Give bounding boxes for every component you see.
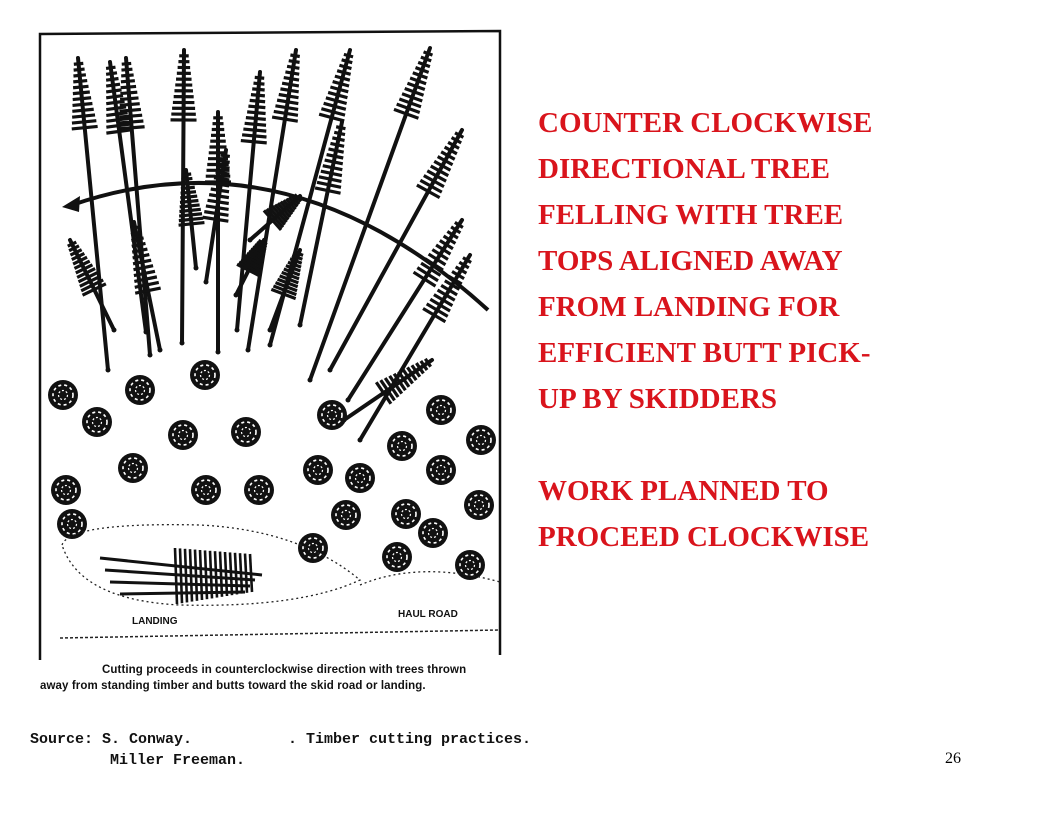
standing-tree-icon bbox=[82, 407, 112, 437]
standing-tree-icon bbox=[418, 518, 448, 548]
description-line: TOPS ALIGNED AWAY bbox=[538, 245, 843, 277]
standing-tree-icon bbox=[466, 425, 496, 455]
haul-road-label: HAUL ROAD bbox=[398, 609, 458, 620]
felled-tree-icon bbox=[105, 60, 149, 335]
felled-tree-icon bbox=[297, 120, 346, 328]
haul-road-upper bbox=[359, 571, 501, 586]
standing-tree-icon bbox=[455, 550, 485, 580]
felled-tree-icon bbox=[245, 48, 301, 353]
standing-tree-icon bbox=[298, 533, 328, 563]
haul-road-lower bbox=[59, 629, 501, 639]
description-line: DIRECTIONAL TREE bbox=[538, 153, 830, 185]
page-number: 26 bbox=[945, 750, 961, 767]
figure-caption-line-2: away from standing timber and butts towa… bbox=[40, 680, 426, 692]
standing-tree-icon bbox=[51, 475, 81, 505]
standing-tree-icon bbox=[303, 455, 333, 485]
description-line: FELLING WITH TREE bbox=[538, 199, 844, 231]
standing-tree-icon bbox=[345, 463, 375, 493]
standing-tree-icon bbox=[387, 431, 417, 461]
standing-tree-icon bbox=[244, 475, 274, 505]
standing-trees bbox=[48, 360, 496, 580]
figure-caption-line-1: Cutting proceeds in counterclockwise dir… bbox=[102, 664, 467, 676]
felled-tree-icon bbox=[327, 128, 465, 373]
standing-tree-icon bbox=[391, 499, 421, 529]
arc-arrowhead-icon bbox=[62, 196, 80, 212]
felled-tree-icon bbox=[202, 148, 231, 285]
landing-label: LANDING bbox=[132, 616, 178, 627]
felled-trees bbox=[67, 46, 472, 443]
standing-tree-icon bbox=[426, 455, 456, 485]
landing-logs bbox=[99, 547, 263, 605]
work-plan-line: WORK PLANNED TO bbox=[538, 475, 829, 507]
felled-tree-icon bbox=[247, 193, 303, 243]
standing-tree-icon bbox=[231, 417, 261, 447]
standing-tree-icon bbox=[317, 400, 347, 430]
felled-tree-icon bbox=[267, 248, 304, 333]
standing-tree-icon bbox=[331, 500, 361, 530]
standing-tree-icon bbox=[168, 420, 198, 450]
felled-tree-icon bbox=[71, 56, 111, 373]
felled-tree-icon bbox=[307, 46, 434, 383]
felled-tree-icon bbox=[67, 238, 117, 333]
description-line: EFFICIENT BUTT PICK- bbox=[538, 337, 871, 369]
felled-tree-icon bbox=[205, 110, 231, 355]
source-publisher: Miller Freeman. bbox=[110, 752, 246, 769]
landing-log-tops bbox=[173, 547, 254, 605]
standing-tree-icon bbox=[48, 380, 78, 410]
work-plan-line: PROCEED CLOCKWISE bbox=[538, 521, 870, 553]
standing-tree-icon bbox=[190, 360, 220, 390]
standing-tree-icon bbox=[191, 475, 221, 505]
felled-tree-icon bbox=[341, 357, 434, 423]
description-line: UP BY SKIDDERS bbox=[538, 383, 778, 415]
landing-outline bbox=[61, 524, 362, 606]
standing-tree-icon bbox=[118, 453, 148, 483]
standing-tree-icon bbox=[125, 375, 155, 405]
standing-tree-icon bbox=[426, 395, 456, 425]
felled-tree-icon bbox=[130, 220, 163, 353]
diagram-frame bbox=[38, 29, 502, 660]
source-citation-part-1: Source: S. Conway. bbox=[30, 731, 193, 748]
felling-direction-arc bbox=[71, 181, 490, 312]
slide-description: COUNTER CLOCKWISE DIRECTIONAL TREE FELLI… bbox=[538, 100, 1038, 560]
felled-tree-icon bbox=[233, 238, 268, 298]
description-line: FROM LANDING FOR bbox=[538, 291, 840, 323]
description-line: COUNTER CLOCKWISE bbox=[538, 107, 873, 139]
felled-tree-icon bbox=[118, 56, 153, 358]
standing-tree-icon bbox=[464, 490, 494, 520]
standing-tree-icon bbox=[382, 542, 412, 572]
felled-tree-icon bbox=[234, 70, 267, 333]
standing-tree-icon bbox=[57, 509, 87, 539]
source-citation-part-2: . Timber cutting practices. bbox=[288, 731, 532, 748]
